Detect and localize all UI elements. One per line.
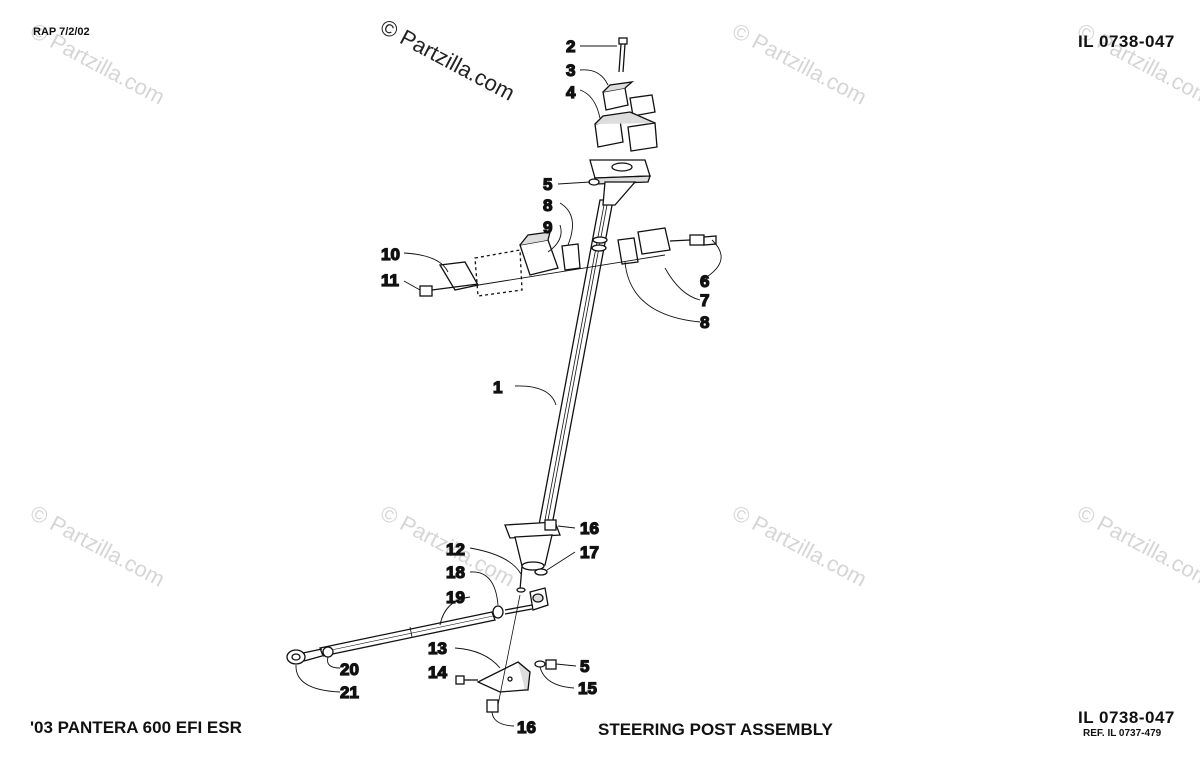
model-name: '03 PANTERA 600 EFI ESR bbox=[30, 718, 242, 737]
illustration-code-bottom: IL 0738-047 bbox=[1078, 708, 1175, 727]
callout-11: 11 bbox=[381, 271, 399, 290]
assembly-title: STEERING POST ASSEMBLY bbox=[598, 720, 833, 739]
upper-clamp-blocks bbox=[594, 81, 658, 152]
nut-11 bbox=[419, 283, 479, 297]
bolt-14 bbox=[455, 675, 478, 685]
handlebar-clamp-left bbox=[459, 227, 671, 297]
callout-4: 4 bbox=[566, 83, 576, 102]
callout-16: 16 bbox=[580, 519, 599, 538]
nut-5-lower bbox=[545, 659, 557, 670]
rod-end-21 bbox=[286, 648, 323, 665]
leader-lines bbox=[295, 45, 722, 727]
spacer-18 bbox=[492, 605, 504, 619]
callout-5: 5 bbox=[543, 175, 552, 194]
callout-3: 3 bbox=[566, 61, 575, 80]
callout-16b: 16 bbox=[517, 718, 536, 737]
callout-numbers: 2 3 4 5 8 9 10 11 6 7 8 1 16 12 17 18 19… bbox=[339, 36, 710, 737]
bolt-6 bbox=[669, 234, 717, 246]
tie-rod-end-upper bbox=[504, 587, 549, 615]
callout-19: 19 bbox=[446, 588, 465, 607]
callout-15: 15 bbox=[578, 679, 597, 698]
reference-code: REF. IL 0737-479 bbox=[1083, 728, 1162, 739]
callout-8: 8 bbox=[543, 196, 552, 215]
callout-14: 14 bbox=[428, 663, 447, 682]
callout-6: 6 bbox=[700, 272, 709, 291]
callout-13: 13 bbox=[428, 639, 447, 658]
callout-20: 20 bbox=[340, 660, 359, 679]
bolt-12 bbox=[516, 565, 526, 593]
washer-5-upper bbox=[588, 178, 600, 186]
callout-17: 17 bbox=[580, 543, 599, 562]
washer-15 bbox=[534, 660, 546, 668]
callout-9: 9 bbox=[543, 218, 552, 237]
callout-18: 18 bbox=[446, 563, 465, 582]
pivot-axis-line bbox=[497, 594, 521, 706]
callout-1: 1 bbox=[493, 378, 502, 397]
nut-20 bbox=[322, 646, 334, 658]
tie-rod-19 bbox=[319, 611, 496, 657]
shaft-upper-head bbox=[589, 159, 651, 206]
callout-2: 2 bbox=[566, 37, 575, 56]
nut-16-upper bbox=[544, 519, 557, 531]
callout-5b: 5 bbox=[580, 657, 589, 676]
bracket-10 bbox=[438, 261, 479, 291]
callout-7: 7 bbox=[700, 291, 709, 310]
drawing-date: RAP 7/2/02 bbox=[33, 26, 90, 38]
callout-21: 21 bbox=[340, 683, 359, 702]
callout-12: 12 bbox=[446, 540, 465, 559]
bolt-2 bbox=[618, 37, 628, 73]
callout-10: 10 bbox=[381, 245, 400, 264]
illustration-code-top: IL 0738-047 bbox=[1078, 32, 1175, 51]
callout-8b: 8 bbox=[700, 313, 709, 332]
washer-17 bbox=[534, 568, 548, 576]
nut-16-lower bbox=[486, 699, 499, 713]
